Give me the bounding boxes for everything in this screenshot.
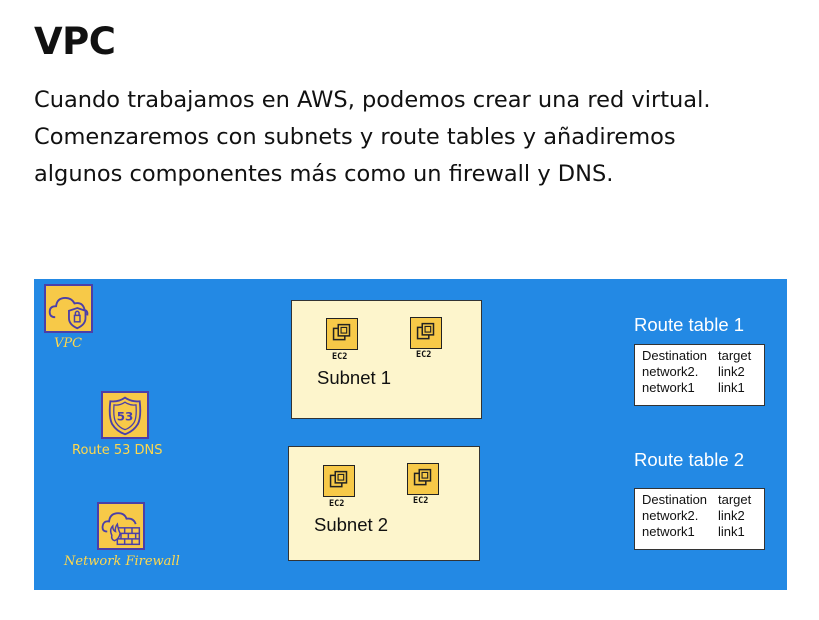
- route-table-1: Destination target network2. link2 netwo…: [634, 344, 765, 406]
- route-table-header: Destination: [642, 348, 708, 363]
- firewall-icon: [97, 502, 145, 550]
- ec2-label: EC2: [332, 352, 348, 362]
- cloud-shield-icon: [44, 284, 93, 333]
- vpc-label: VPC: [54, 336, 83, 351]
- ec2-instance-icon: [407, 463, 439, 495]
- route-target: link2: [718, 364, 745, 379]
- intro-paragraph: Cuando trabajamos en AWS, podemos crear …: [34, 82, 794, 193]
- route-table-2-title: Route table 2: [634, 449, 745, 470]
- intro-line: Comenzaremos con subnets y route tables …: [34, 124, 676, 150]
- route-table-row: network1 link1: [642, 380, 758, 396]
- route-table-header: target: [718, 492, 752, 507]
- route-destination: network2.: [642, 508, 699, 523]
- subnet-2-label: Subnet 2: [314, 514, 389, 535]
- ec2-label: EC2: [329, 499, 345, 509]
- route-table-row: network1 link1: [642, 524, 758, 540]
- route-table-header: target: [718, 348, 752, 363]
- route53-shield-icon: 53: [101, 391, 149, 439]
- route-destination: network2.: [642, 364, 699, 379]
- intro-line: algunos componentes más como un firewall…: [34, 161, 614, 187]
- route-destination: network1: [642, 524, 695, 539]
- intro-line: Cuando trabajamos en AWS, podemos crear …: [34, 87, 711, 113]
- route-table-2: Destination target network2. link2 netwo…: [634, 488, 765, 550]
- ec2-label: EC2: [413, 496, 429, 506]
- ec2-instance-icon: [326, 318, 358, 350]
- route-table-header-row: Destination target: [642, 348, 758, 364]
- route-table-1-title: Route table 1: [634, 314, 745, 335]
- vpc-diagram: VPC 53 Route 53 DNS: [34, 279, 787, 590]
- route-target: link2: [718, 508, 745, 523]
- route-target: link1: [718, 380, 745, 395]
- route-table-row: network2. link2: [642, 508, 758, 524]
- route53-label: Route 53 DNS: [72, 443, 163, 458]
- route-table-row: network2. link2: [642, 364, 758, 380]
- subnet-1: EC2 EC2 Subnet 1: [291, 300, 482, 419]
- ec2-label: EC2: [416, 350, 432, 360]
- route-table-header-row: Destination target: [642, 492, 758, 508]
- page-title: VPC: [34, 20, 116, 63]
- subnet-2: EC2 EC2 Subnet 2: [288, 446, 480, 561]
- route-table-header: Destination: [642, 492, 708, 507]
- route-destination: network1: [642, 380, 695, 395]
- subnet-1-label: Subnet 1: [317, 367, 392, 388]
- ec2-instance-icon: [323, 465, 355, 497]
- firewall-label: Network Firewall: [64, 554, 180, 569]
- route-target: link1: [718, 524, 745, 539]
- route53-badge: 53: [117, 410, 134, 424]
- ec2-instance-icon: [410, 317, 442, 349]
